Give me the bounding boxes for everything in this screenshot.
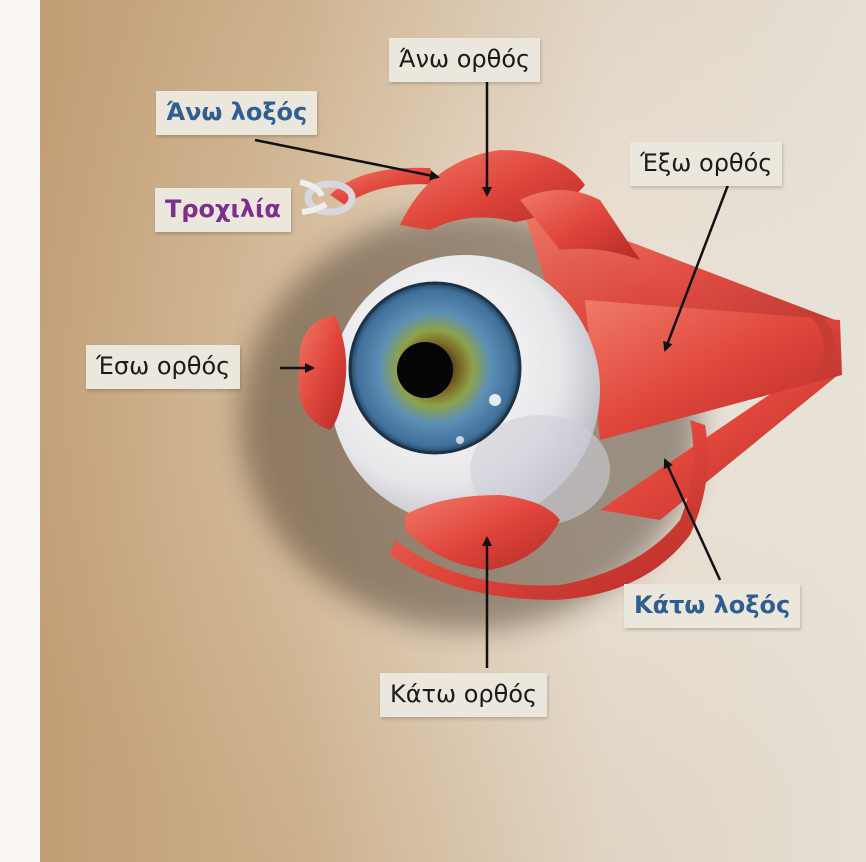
label-medial-rectus: Έσω ορθός xyxy=(86,345,240,389)
label-lateral-rectus: Έξω ορθός xyxy=(630,142,782,186)
label-superior-rectus: Άνω ορθός xyxy=(389,38,540,82)
pupil xyxy=(397,342,453,398)
label-inferior-oblique: Κάτω λοξός xyxy=(624,584,800,628)
label-inferior-rectus: Κάτω ορθός xyxy=(380,673,547,717)
label-superior-oblique: Άνω λοξός xyxy=(156,91,317,135)
label-trochlea: Τροχιλία xyxy=(155,188,291,232)
